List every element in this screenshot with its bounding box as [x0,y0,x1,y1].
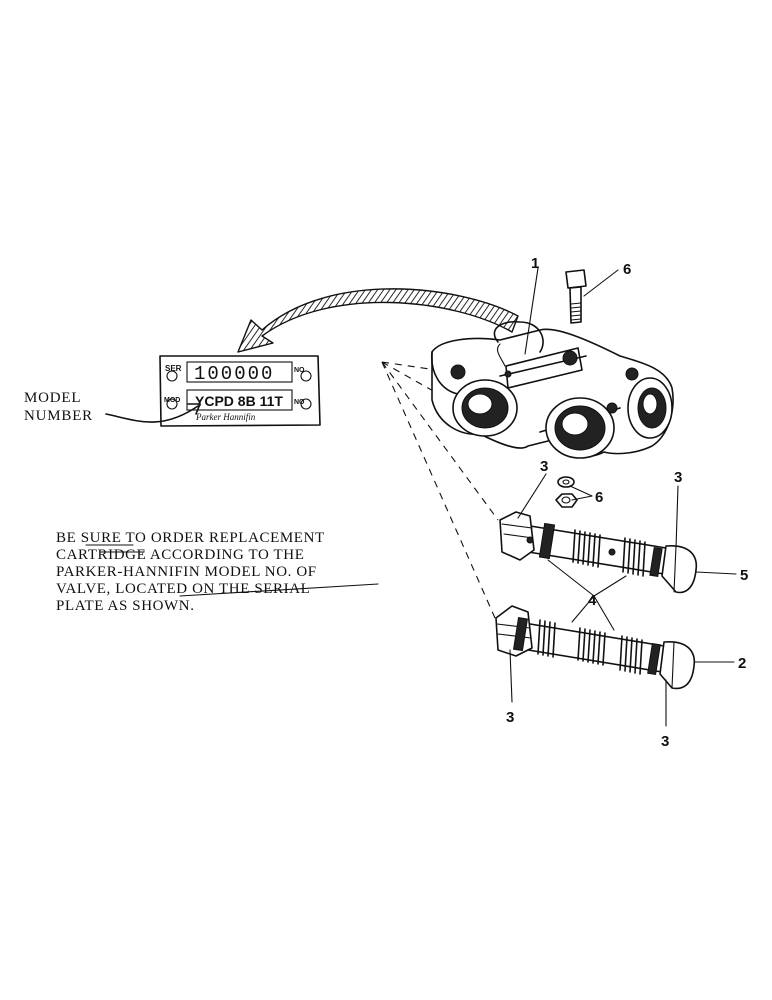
plate-maker: Parker Hannifin [195,412,256,422]
callout-cartridge-upper: 5 [740,567,748,584]
cartridge-lower [495,605,696,690]
callout-valve-body: 1 [531,255,539,272]
serial-plate: SER 100000 NO MOD YCPD 8B 11T NO Parker … [159,355,321,427]
callout-seals: 4 [588,592,597,609]
instruction-line: PLATE AS SHOWN. [56,598,195,614]
callouts: 1 6 6 3 3 4 5 2 3 3 [506,255,748,750]
serial-prefix: SER [165,364,182,373]
cartridge-upper [499,511,698,594]
callout-ring-lower-right: 3 [661,733,669,750]
instruction-line: PARKER-HANNIFIN MODEL NO. OF [56,564,317,580]
model-label-line-2: NUMBER [24,408,93,424]
plate-rivet-icon [300,398,312,410]
model-number-label: MODEL NUMBER [24,390,201,424]
callout-ring-upper-right: 3 [674,469,682,486]
model-number: YCPD 8B 11T [195,393,283,409]
instruction-text: BE SURE TO ORDER REPLACEMENT CARTRIDGE A… [56,530,379,614]
nut-and-washer [555,476,578,508]
model-no-label: NO [294,399,305,406]
callout-nut-washer: 6 [595,489,603,506]
serial-number: 100000 [194,363,274,385]
callout-ring-lower-left: 3 [506,709,514,726]
leader-lines [509,267,737,727]
valve-body [431,320,674,459]
model-label-line-1: MODEL [24,390,81,406]
serial-no-label: NO [294,367,305,374]
callout-cartridge-lower: 2 [738,655,746,672]
plate-rivet-icon [300,370,312,382]
plate-rivet-icon [166,370,178,382]
plate-rivet-icon [166,398,178,410]
instruction-line: CARTRIDGE ACCORDING TO THE [56,547,304,563]
callout-ring-upper-left: 3 [540,458,548,475]
plate-pointer-arrow [237,288,519,353]
model-prefix: MOD [164,397,180,404]
instruction-line: BE SURE TO ORDER REPLACEMENT [56,530,325,546]
bolt [565,269,587,324]
instruction-line: VALVE, LOCATED ON THE SERIAL [56,581,310,597]
callout-bolt: 6 [623,261,631,278]
